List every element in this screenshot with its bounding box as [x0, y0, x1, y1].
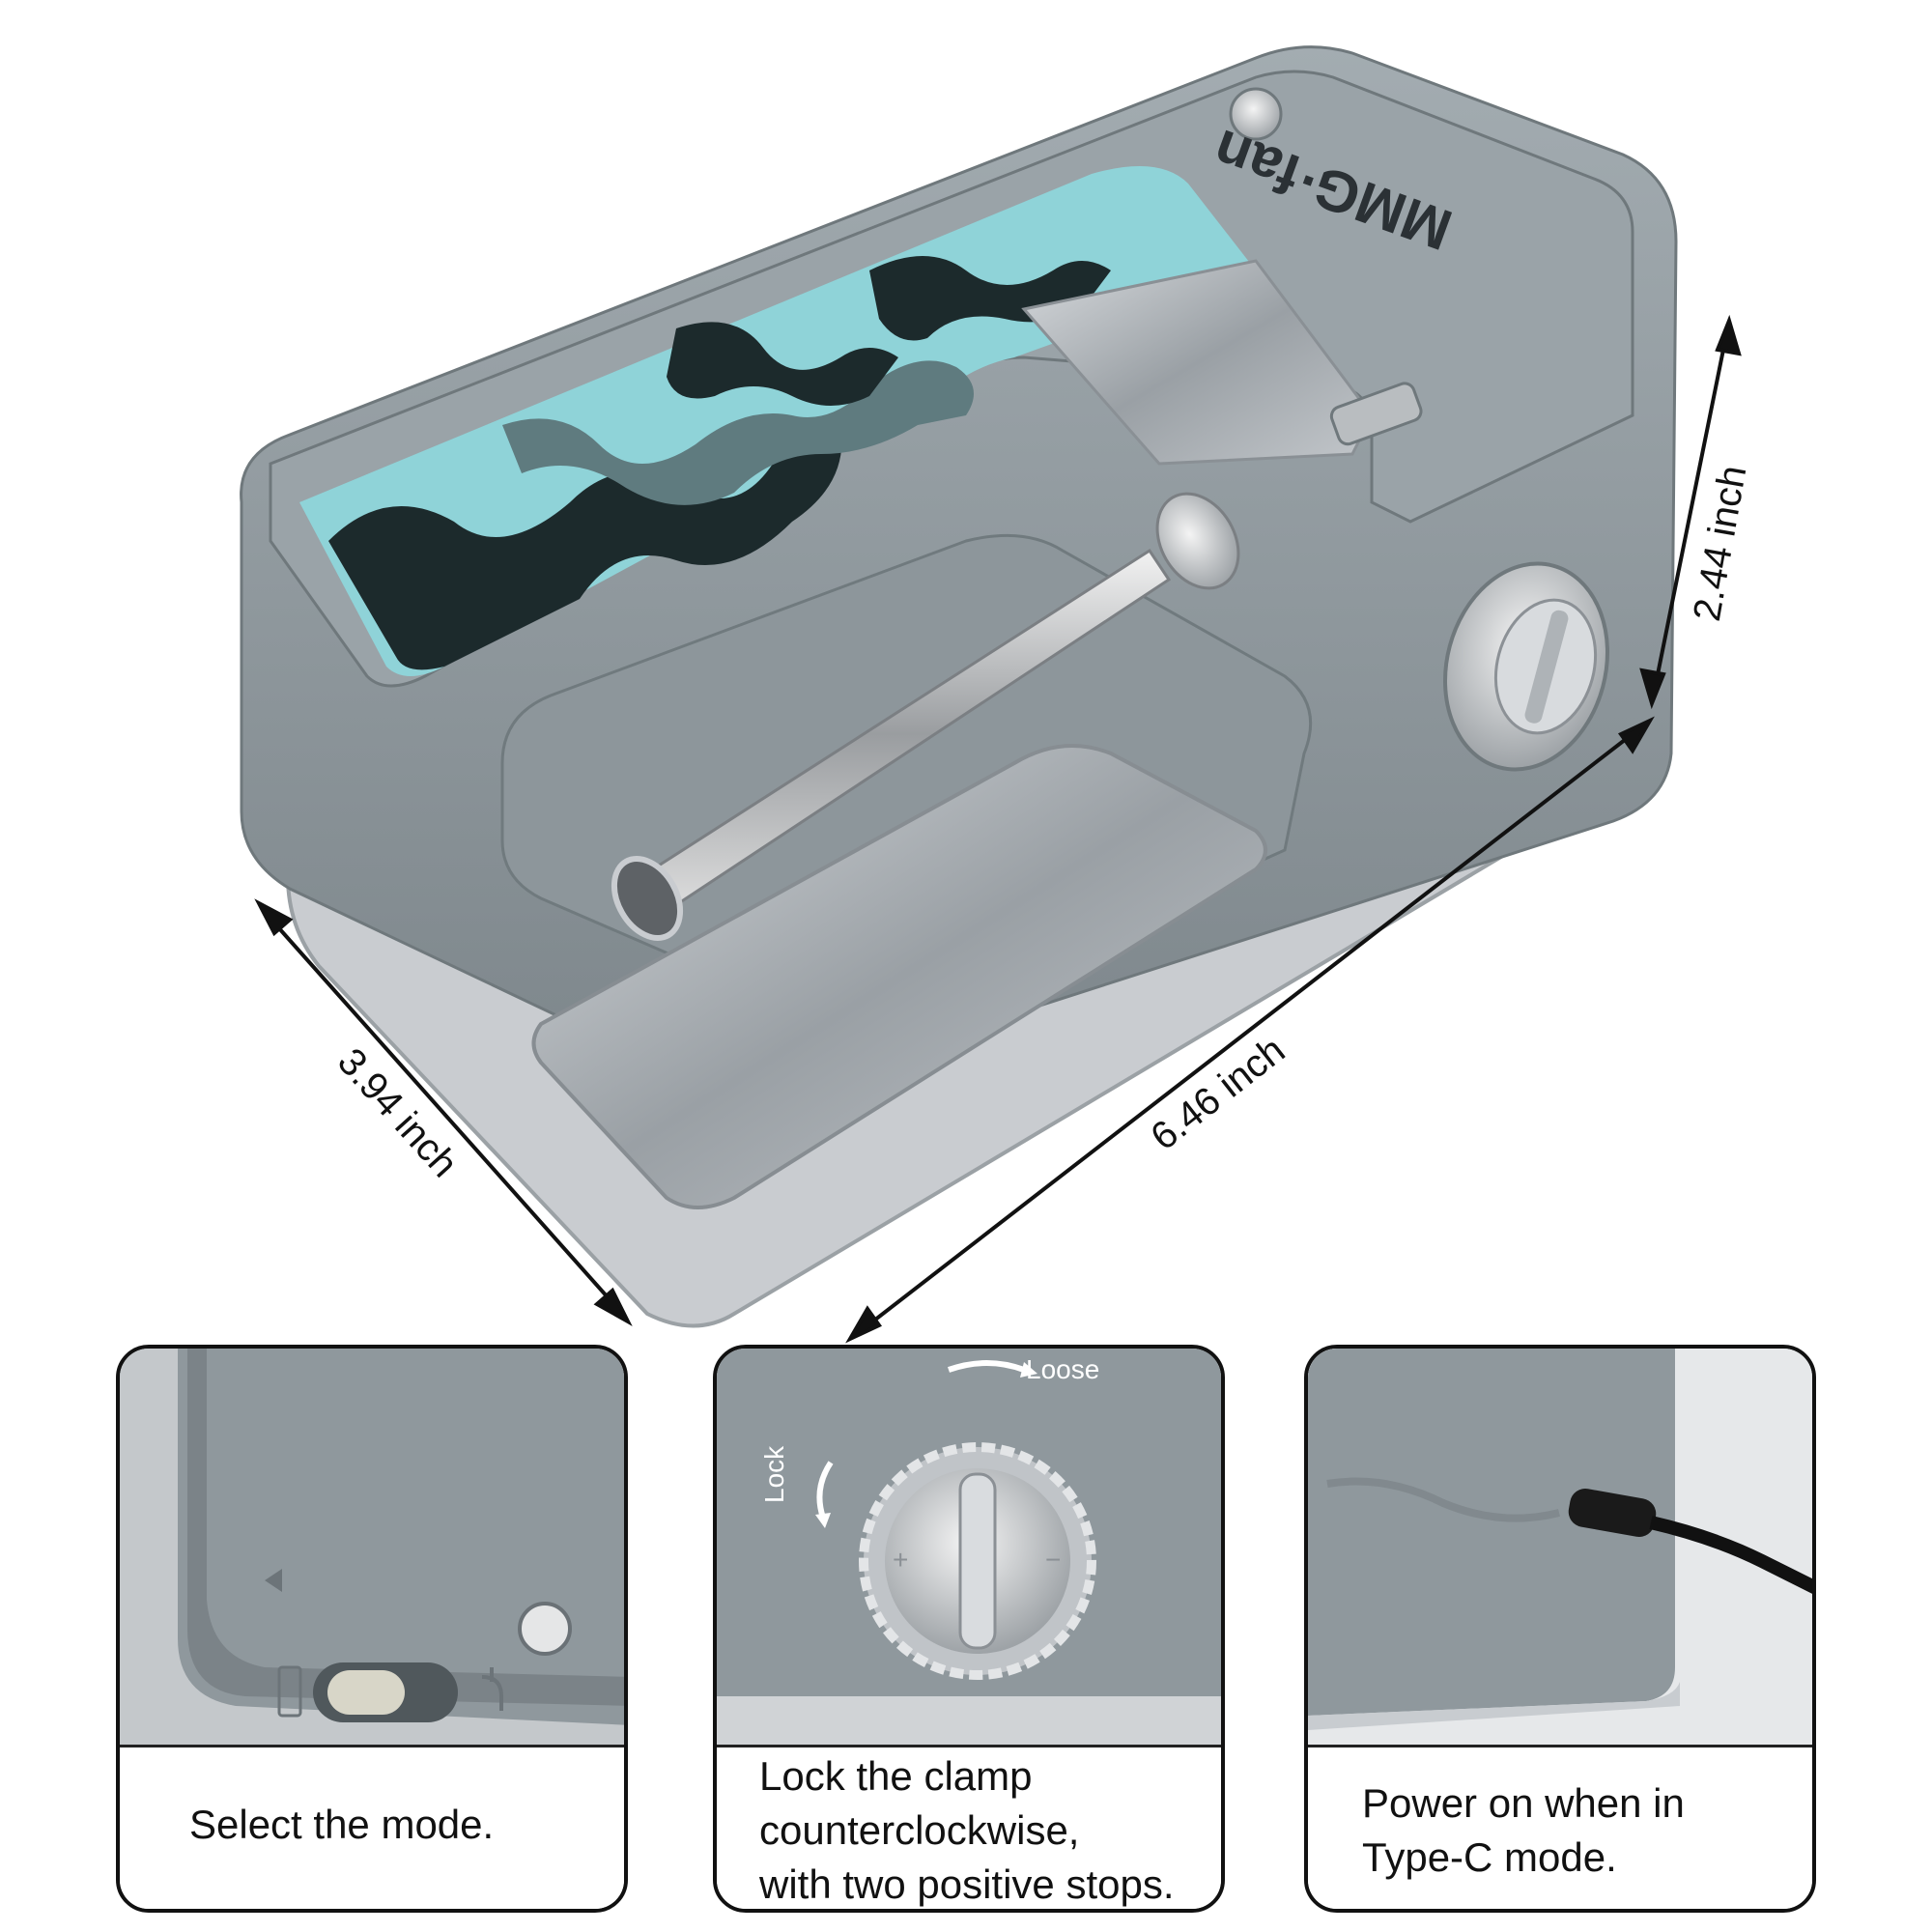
- dimension-arrow-height: [1639, 314, 1742, 710]
- svg-text:+: +: [893, 1545, 908, 1575]
- caption-text: Select the mode.: [189, 1802, 495, 1847]
- panel-type-c-power: Power on when in Type-C mode.: [1304, 1345, 1816, 1913]
- spring: [1329, 382, 1423, 446]
- power-button[interactable]: [1229, 87, 1283, 141]
- injector-rod[interactable]: [601, 479, 1255, 950]
- clamp-knob-illustration: + −: [717, 1349, 1221, 1745]
- svg-text:−: −: [1045, 1545, 1061, 1575]
- clamp-knob-photo: + − Loose Lock: [717, 1349, 1221, 1745]
- type-c-photo: [1308, 1349, 1812, 1745]
- knob-label-lock: Lock: [759, 1445, 789, 1503]
- caption-text: Power on when in Type-C mode.: [1362, 1780, 1685, 1880]
- clamp-knob[interactable]: [1423, 545, 1630, 787]
- caption-text: Lock the clamp counterclockwise, with tw…: [759, 1753, 1175, 1907]
- panel-clamp-lock: + − Loose Lock Lock the clamp counterclo…: [713, 1345, 1225, 1913]
- panel-caption: Lock the clamp counterclockwise, with tw…: [717, 1745, 1221, 1909]
- panel-mode-select: Select the mode.: [116, 1345, 628, 1913]
- panel-caption: Power on when in Type-C mode.: [1308, 1745, 1812, 1909]
- panel-caption: Select the mode.: [120, 1745, 624, 1909]
- collection-tray: [531, 744, 1267, 1209]
- dimension-arrow-width: [254, 898, 633, 1326]
- knob-label-loose: Loose: [1026, 1354, 1100, 1384]
- mode-switch-photo: [120, 1349, 624, 1745]
- dimension-arrow-length: [845, 716, 1655, 1344]
- mode-switch-illustration: [120, 1349, 624, 1745]
- type-c-illustration: [1308, 1349, 1812, 1745]
